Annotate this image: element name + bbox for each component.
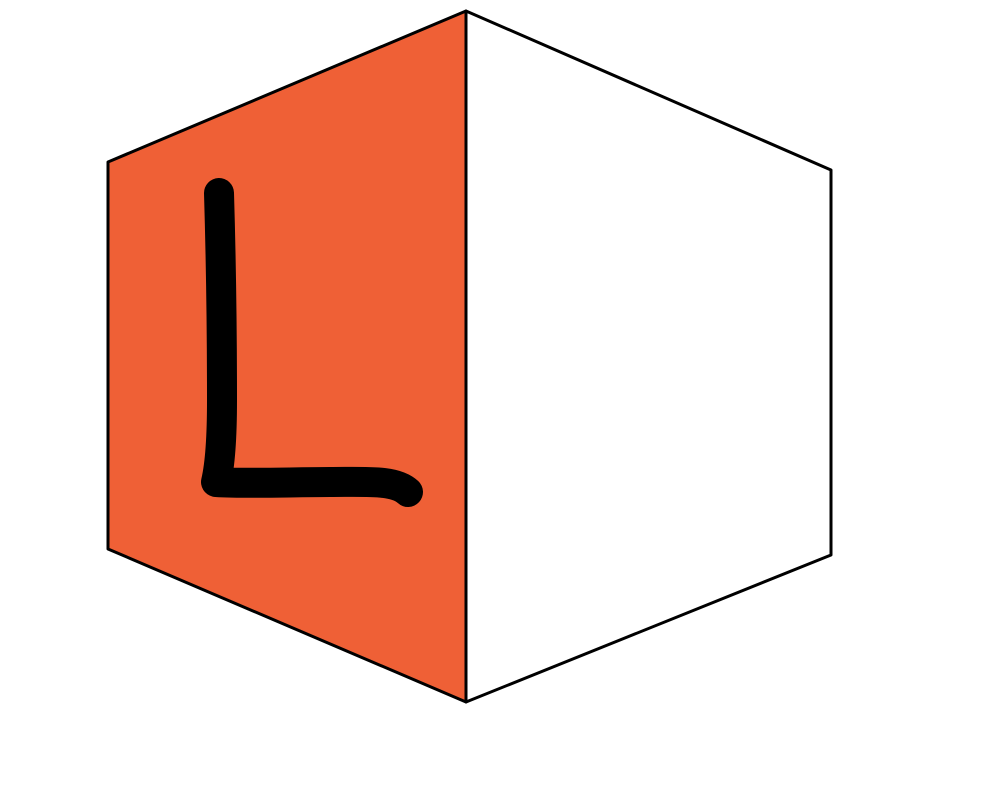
handwritten-letter-l: [201, 178, 423, 507]
cube-right-face: [464, 9, 833, 704]
cube-left-face: [106, 9, 468, 704]
